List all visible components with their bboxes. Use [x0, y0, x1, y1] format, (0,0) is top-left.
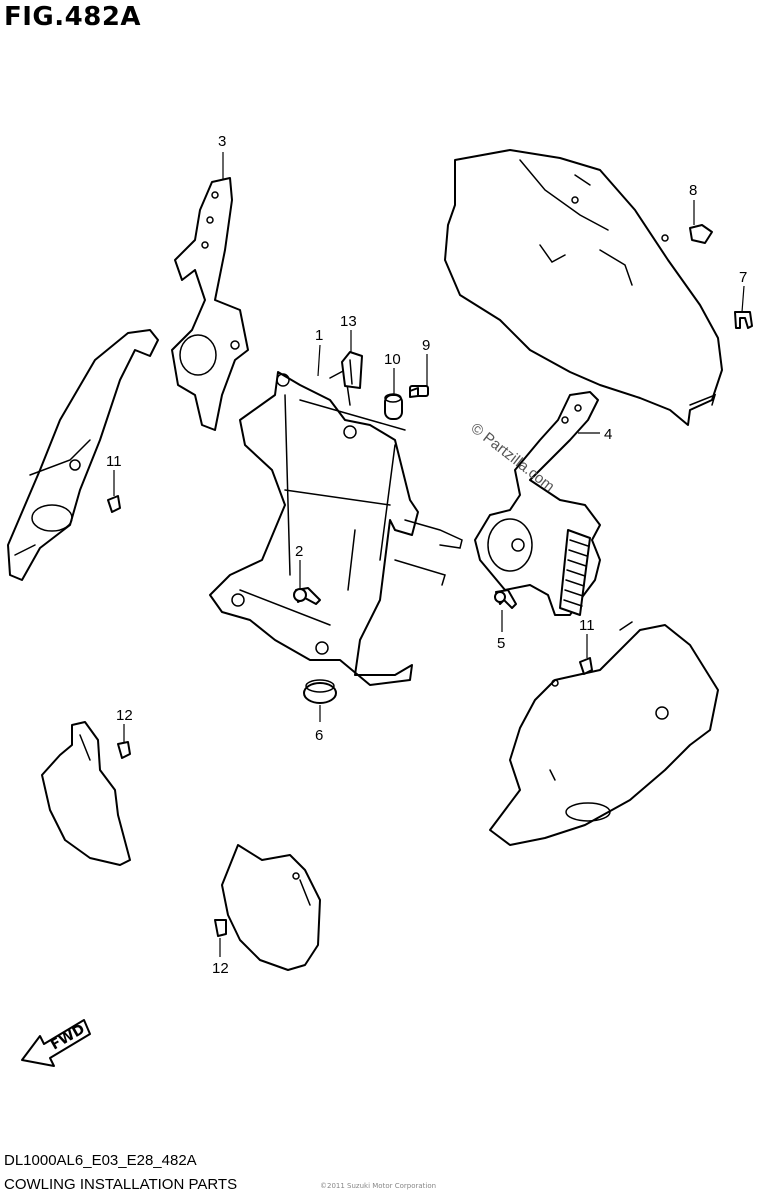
figure-title: FIG.482A: [4, 2, 142, 32]
callout-11-left: 11: [106, 453, 122, 470]
nut-part-8[interactable]: [689, 224, 713, 244]
fine-print: ©2011 Suzuki Motor Corporation: [320, 1182, 437, 1190]
bolt-part-5[interactable]: [494, 589, 517, 609]
fwd-label: FWD: [48, 1021, 88, 1053]
collar-part-10[interactable]: [384, 393, 403, 420]
callout-10: 10: [384, 351, 401, 368]
bolt-part-2[interactable]: [293, 587, 321, 605]
screw-part-11-right[interactable]: [579, 657, 593, 675]
bolt-part-7[interactable]: [734, 311, 753, 329]
bolt-part-9[interactable]: [409, 385, 429, 398]
callout-12-bottom: 12: [212, 960, 229, 977]
right-cowling-cover[interactable]: [444, 149, 723, 426]
callout-11-right: 11: [579, 617, 595, 634]
left-lower-cowling-rear[interactable]: [221, 844, 321, 971]
callout-4: 4: [604, 426, 612, 443]
right-lower-cowling[interactable]: [489, 621, 719, 846]
leader-lines: [113, 152, 745, 957]
callout-8: 8: [689, 182, 697, 199]
callout-13: 13: [340, 313, 357, 330]
figure-code: DL1000AL6_E03_E28_482A: [4, 1152, 197, 1169]
left-cowling-panel[interactable]: [7, 329, 159, 581]
callout-7: 7: [739, 269, 747, 286]
screw-part-12-bottom[interactable]: [214, 919, 227, 937]
damper-part-13[interactable]: [341, 351, 363, 389]
figure-name: COWLING INSTALLATION PARTS: [4, 1176, 238, 1193]
left-lower-cowling-front[interactable]: [41, 721, 131, 866]
screw-part-12-top[interactable]: [117, 741, 131, 759]
screw-part-11-left[interactable]: [107, 495, 121, 513]
callout-5: 5: [497, 635, 505, 652]
callout-1: 1: [315, 327, 323, 344]
callout-2: 2: [295, 543, 303, 560]
coil-spring[interactable]: [559, 529, 591, 616]
callout-9: 9: [422, 337, 430, 354]
callout-12-top: 12: [116, 707, 133, 724]
fwd-arrow-icon: [21, 1019, 91, 1067]
frame-part-1[interactable]: [209, 368, 463, 686]
callout-6: 6: [315, 727, 323, 744]
callout-3: 3: [218, 133, 226, 150]
bracket-part-3[interactable]: [171, 177, 249, 431]
grommet-part-6[interactable]: [303, 679, 337, 704]
